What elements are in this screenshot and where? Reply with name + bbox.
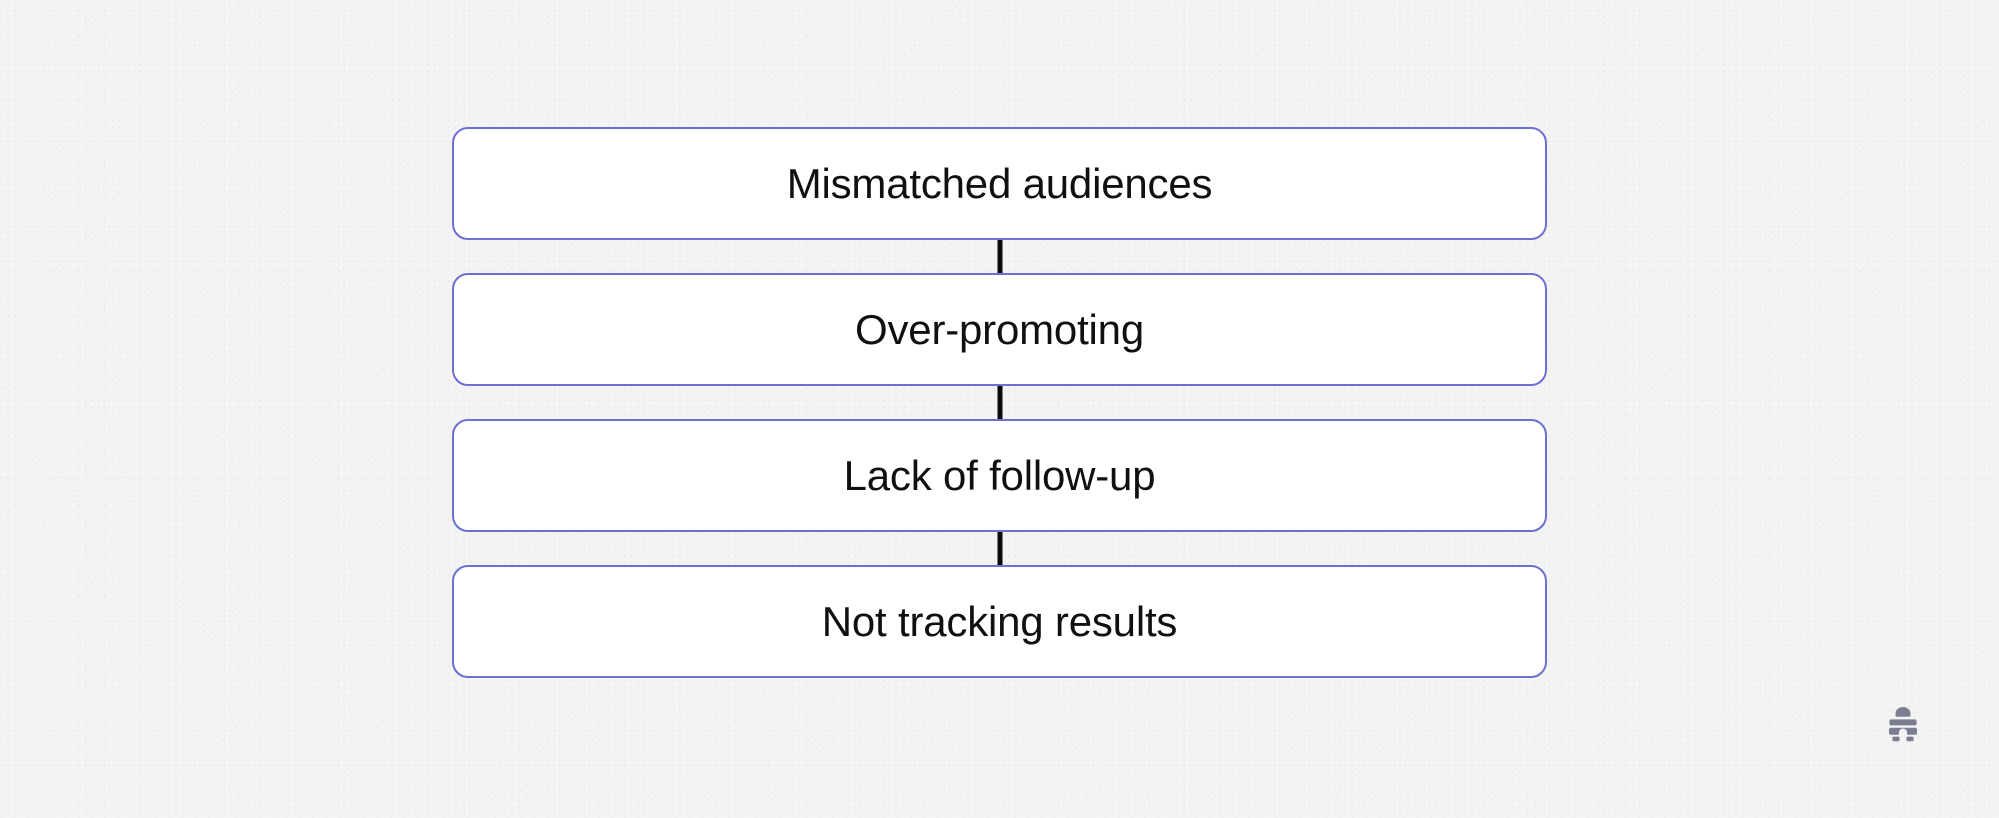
flow-node-label: Mismatched audiences bbox=[786, 159, 1213, 207]
flow-connector-1 bbox=[452, 240, 1547, 273]
flow-node-label: Not tracking results bbox=[821, 597, 1178, 645]
flow-node-over-promoting[interactable]: Over-promoting bbox=[452, 273, 1547, 386]
beehive-icon bbox=[1880, 700, 1926, 746]
flow-node-label: Lack of follow-up bbox=[843, 451, 1156, 499]
flow-node-not-tracking-results[interactable]: Not tracking results bbox=[452, 565, 1547, 678]
flow-connector-3 bbox=[452, 532, 1547, 565]
flow-connector-2 bbox=[452, 386, 1547, 419]
flow-node-lack-of-follow-up[interactable]: Lack of follow-up bbox=[452, 419, 1547, 532]
flow-node-mismatched-audiences[interactable]: Mismatched audiences bbox=[452, 127, 1547, 240]
vertical-flow-diagram: Mismatched audiences Over-promoting Lack… bbox=[452, 127, 1547, 678]
flow-node-label: Over-promoting bbox=[855, 305, 1144, 353]
